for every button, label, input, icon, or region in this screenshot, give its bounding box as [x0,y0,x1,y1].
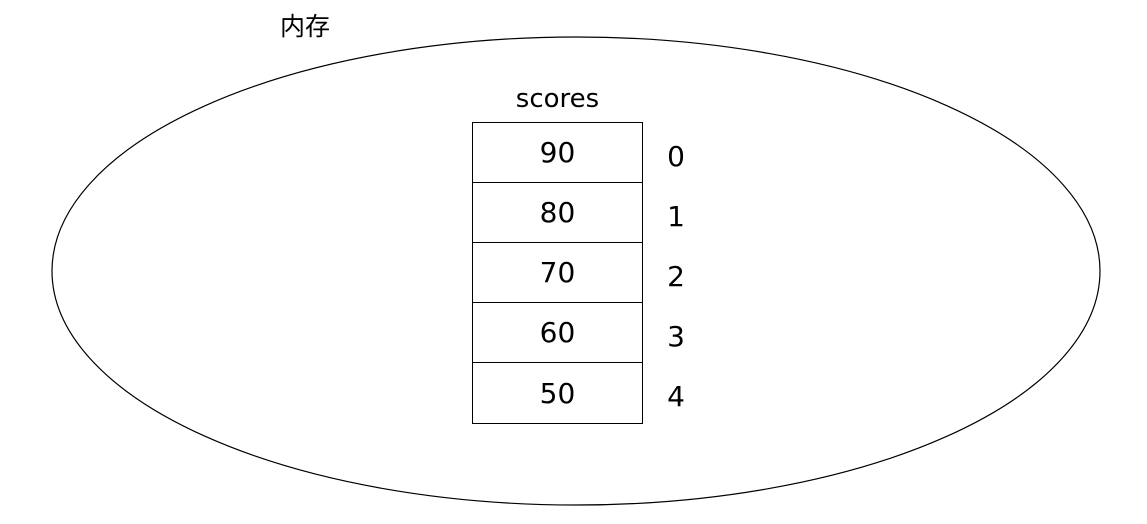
array-index: 2 [667,259,685,293]
array-index: 3 [667,319,685,353]
array-index-column: 0 1 2 3 4 [655,126,697,426]
memory-label: 内存 [280,12,331,41]
array-cell: 80 [473,183,642,243]
array-table: 90 80 70 60 50 [472,122,643,424]
array-cell: 60 [473,303,642,363]
array-cell: 90 [473,123,642,183]
array-index: 0 [667,139,685,173]
memory-boundary-ellipse [51,36,1101,506]
array-index: 4 [667,379,685,413]
array-name-label: scores [515,84,600,114]
array-cell: 70 [473,243,642,303]
array-index: 1 [667,199,685,233]
array-cell: 50 [539,376,576,410]
